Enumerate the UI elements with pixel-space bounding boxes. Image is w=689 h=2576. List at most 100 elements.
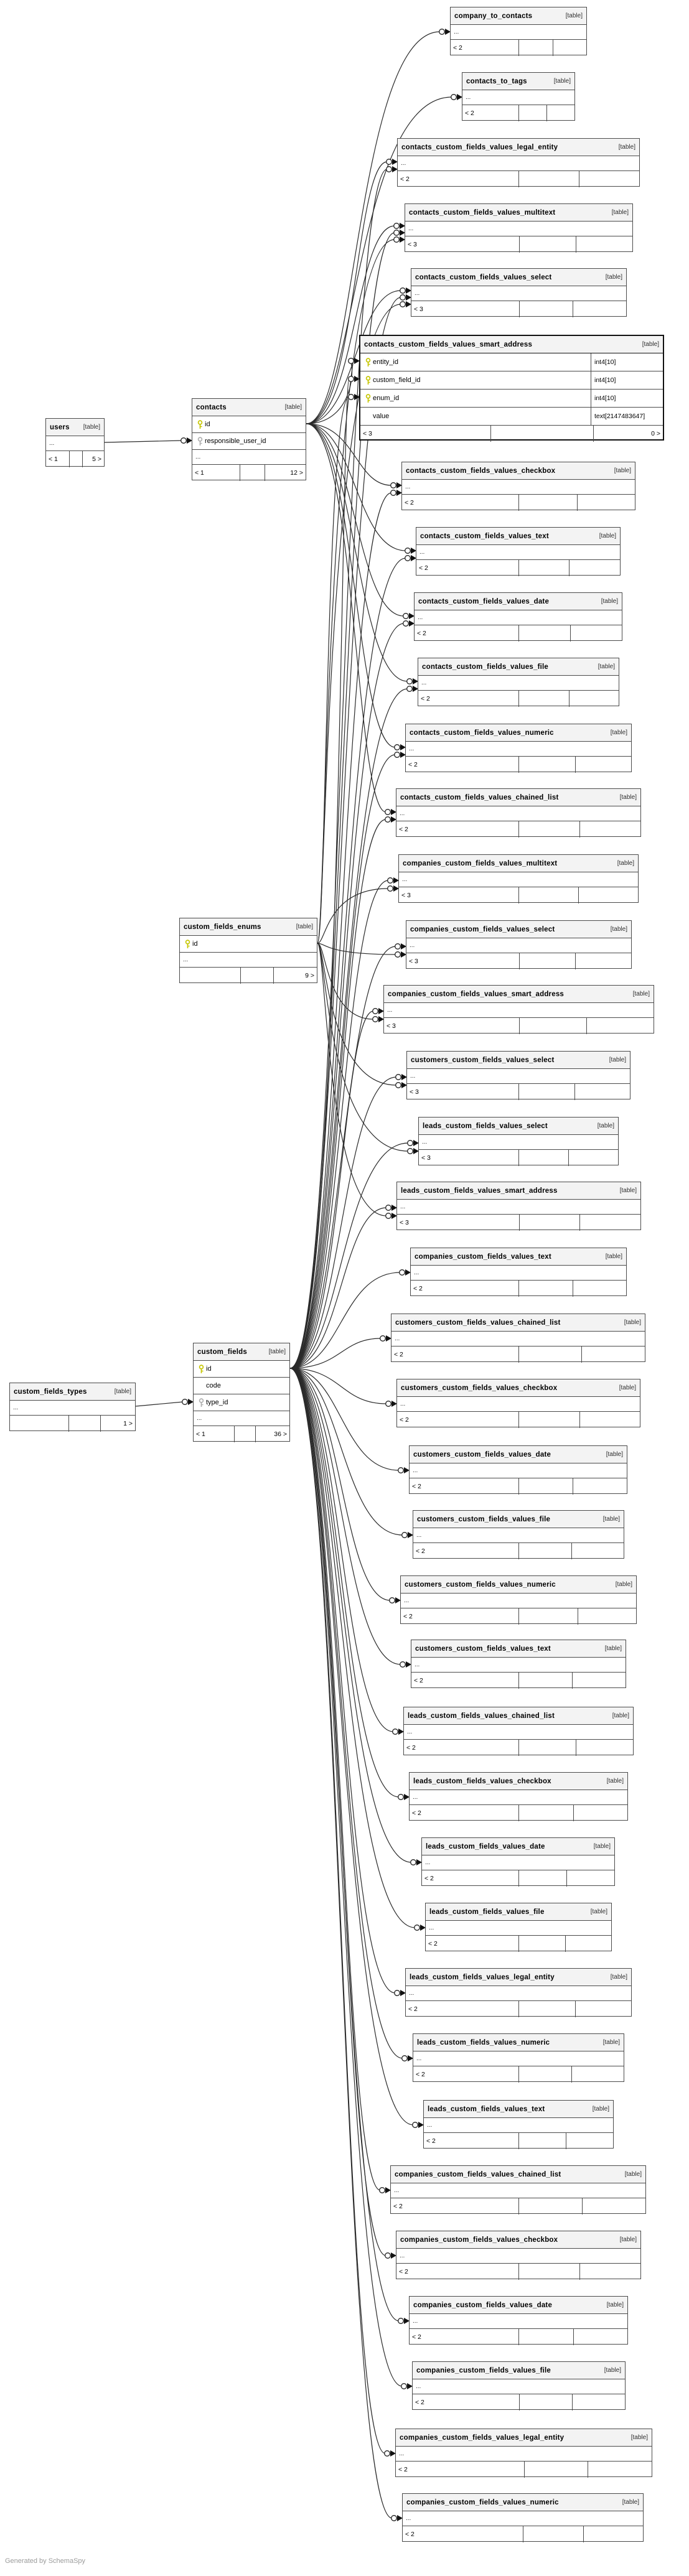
table-name[interactable]: custom_fields_types bbox=[14, 1388, 87, 1396]
table-name[interactable]: contacts_custom_fields_values_multitext bbox=[409, 208, 556, 217]
table-companies_custom_fields_values_chained_list[interactable]: companies_custom_fields_values_chained_l… bbox=[390, 2165, 646, 2214]
table-name[interactable]: users bbox=[50, 423, 70, 431]
table-name[interactable]: customers_custom_fields_values_select bbox=[411, 1056, 555, 1064]
footer-middle-cell bbox=[518, 1215, 580, 1231]
table-name[interactable]: contacts_custom_fields_values_legal_enti… bbox=[401, 143, 558, 151]
relationship-arrowhead-icon bbox=[187, 437, 192, 444]
relationship-arrowhead-icon bbox=[406, 1661, 411, 1668]
table-name[interactable]: companies_custom_fields_values_multitext bbox=[403, 859, 558, 867]
table-name[interactable]: leads_custom_fields_values_file bbox=[429, 1908, 545, 1916]
table-header: customers_custom_fields_values_text[tabl… bbox=[411, 1640, 626, 1658]
table-leads_custom_fields_values_smart_address[interactable]: leads_custom_fields_values_smart_address… bbox=[396, 1182, 641, 1231]
table-contacts_custom_fields_values_multitext[interactable]: contacts_custom_fields_values_multitext[… bbox=[405, 203, 633, 253]
table-name[interactable]: companies_custom_fields_values_date bbox=[413, 2301, 553, 2309]
table-name[interactable]: leads_custom_fields_values_select bbox=[423, 1122, 548, 1130]
table-name[interactable]: companies_custom_fields_values_legal_ent… bbox=[400, 2434, 565, 2442]
table-contacts_custom_fields_values_chained_list[interactable]: contacts_custom_fields_values_chained_li… bbox=[396, 788, 641, 838]
table-name[interactable]: contacts_custom_fields_values_smart_addr… bbox=[364, 340, 533, 348]
table-name[interactable]: company_to_contacts bbox=[454, 12, 533, 20]
table-leads_custom_fields_values_text[interactable]: leads_custom_fields_values_text[table]..… bbox=[423, 2100, 614, 2149]
table-leads_custom_fields_values_chained_list[interactable]: leads_custom_fields_values_chained_list[… bbox=[403, 1707, 634, 1756]
table-companies_custom_fields_values_multitext[interactable]: companies_custom_fields_values_multitext… bbox=[398, 854, 639, 903]
table-name[interactable]: contacts_custom_fields_values_numeric bbox=[410, 729, 554, 737]
table-companies_custom_fields_values_numeric[interactable]: companies_custom_fields_values_numeric[t… bbox=[402, 2493, 644, 2542]
table-name[interactable]: contacts_custom_fields_values_date bbox=[418, 597, 550, 605]
table-leads_custom_fields_values_checkbox[interactable]: leads_custom_fields_values_checkbox[tabl… bbox=[409, 1772, 628, 1821]
table-contacts_custom_fields_values_smart_address[interactable]: contacts_custom_fields_values_smart_addr… bbox=[359, 335, 664, 442]
table-name[interactable]: contacts_custom_fields_values_chained_li… bbox=[400, 793, 559, 801]
table-name[interactable]: contacts_custom_fields_values_text bbox=[420, 532, 549, 540]
table-name[interactable]: customers_custom_fields_values_file bbox=[417, 1515, 551, 1523]
table-companies_custom_fields_values_checkbox[interactable]: companies_custom_fields_values_checkbox[… bbox=[396, 2231, 641, 2280]
table-name[interactable]: custom_fields bbox=[197, 1348, 247, 1356]
table-name[interactable]: leads_custom_fields_values_legal_entity bbox=[410, 1973, 555, 1981]
table-customers_custom_fields_values_file[interactable]: customers_custom_fields_values_file[tabl… bbox=[413, 1510, 624, 1559]
table-name[interactable]: customers_custom_fields_values_text bbox=[415, 1645, 551, 1653]
table-name[interactable]: leads_custom_fields_values_chained_list bbox=[408, 1712, 555, 1720]
table-name[interactable]: contacts bbox=[196, 403, 227, 411]
table-companies_custom_fields_values_file[interactable]: companies_custom_fields_values_file[tabl… bbox=[412, 2361, 626, 2410]
more-columns-ellipsis: ... bbox=[401, 1594, 636, 1608]
table-name[interactable]: customers_custom_fields_values_chained_l… bbox=[395, 1318, 561, 1327]
zero-cardinality-circle-icon bbox=[406, 678, 413, 684]
table-name[interactable]: companies_custom_fields_values_smart_add… bbox=[388, 990, 565, 998]
table-contacts_custom_fields_values_text[interactable]: contacts_custom_fields_values_text[table… bbox=[416, 527, 621, 576]
table-customers_custom_fields_values_text[interactable]: customers_custom_fields_values_text[tabl… bbox=[411, 1640, 626, 1689]
table-contacts_to_tags[interactable]: contacts_to_tags[table]...< 2 bbox=[462, 72, 575, 121]
relationship-edge-custom_fields-to-customers_custom_fields_values_date bbox=[289, 1368, 400, 1471]
table-name[interactable]: companies_custom_fields_values_select bbox=[410, 925, 555, 933]
table-name[interactable]: companies_custom_fields_values_checkbox bbox=[400, 2236, 558, 2244]
table-name[interactable]: contacts_custom_fields_values_checkbox bbox=[406, 467, 556, 475]
table-name[interactable]: leads_custom_fields_values_smart_address bbox=[401, 1187, 558, 1195]
table-companies_custom_fields_values_legal_entity[interactable]: companies_custom_fields_values_legal_ent… bbox=[395, 2429, 652, 2478]
table-leads_custom_fields_values_date[interactable]: leads_custom_fields_values_date[table]..… bbox=[421, 1837, 615, 1887]
table-customers_custom_fields_values_date[interactable]: customers_custom_fields_values_date[tabl… bbox=[409, 1445, 627, 1495]
table-company_to_contacts[interactable]: company_to_contacts[table]...< 2 bbox=[450, 7, 587, 56]
footer-children-count bbox=[180, 968, 240, 984]
table-contacts_custom_fields_values_file[interactable]: contacts_custom_fields_values_file[table… bbox=[418, 658, 619, 707]
table-name[interactable]: customers_custom_fields_values_numeric bbox=[405, 1580, 556, 1589]
table-contacts[interactable]: contacts[table] id responsible_user_id..… bbox=[192, 398, 306, 481]
table-contacts_custom_fields_values_date[interactable]: contacts_custom_fields_values_date[table… bbox=[414, 592, 622, 642]
relationship-arrowhead-icon bbox=[413, 686, 418, 692]
table-name[interactable]: leads_custom_fields_values_checkbox bbox=[413, 1777, 551, 1785]
table-name[interactable]: companies_custom_fields_values_text bbox=[415, 1253, 551, 1261]
table-name[interactable]: companies_custom_fields_values_chained_l… bbox=[395, 2170, 561, 2178]
table-contacts_custom_fields_values_legal_entity[interactable]: contacts_custom_fields_values_legal_enti… bbox=[397, 138, 640, 187]
table-customers_custom_fields_values_numeric[interactable]: customers_custom_fields_values_numeric[t… bbox=[400, 1575, 637, 1625]
table-custom_fields_enums[interactable]: custom_fields_enums[table] id...9 > bbox=[179, 918, 317, 984]
table-companies_custom_fields_values_select[interactable]: companies_custom_fields_values_select[ta… bbox=[406, 920, 632, 969]
table-name[interactable]: leads_custom_fields_values_date bbox=[426, 1842, 545, 1850]
table-name[interactable]: custom_fields_enums bbox=[184, 923, 261, 931]
table-name[interactable]: leads_custom_fields_values_numeric bbox=[417, 2038, 550, 2046]
table-name[interactable]: customers_custom_fields_values_checkbox bbox=[401, 1384, 558, 1392]
relationship-arrowhead-icon bbox=[407, 2383, 413, 2389]
table-name[interactable]: customers_custom_fields_values_date bbox=[413, 1450, 551, 1458]
table-name[interactable]: companies_custom_fields_values_numeric bbox=[406, 2498, 559, 2506]
table-footer: < 3 bbox=[399, 887, 638, 903]
table-name[interactable]: companies_custom_fields_values_file bbox=[416, 2366, 551, 2374]
table-leads_custom_fields_values_file[interactable]: leads_custom_fields_values_file[table]..… bbox=[425, 1903, 612, 1952]
table-companies_custom_fields_values_text[interactable]: companies_custom_fields_values_text[tabl… bbox=[410, 1248, 627, 1297]
table-customers_custom_fields_values_checkbox[interactable]: customers_custom_fields_values_checkbox[… bbox=[396, 1379, 640, 1428]
table-name[interactable]: contacts_to_tags bbox=[466, 77, 527, 85]
table-name[interactable]: contacts_custom_fields_values_file bbox=[422, 663, 549, 671]
table-leads_custom_fields_values_legal_entity[interactable]: leads_custom_fields_values_legal_entity[… bbox=[405, 1968, 632, 2017]
column-name: custom_field_id bbox=[373, 376, 421, 384]
table-companies_custom_fields_values_smart_address[interactable]: companies_custom_fields_values_smart_add… bbox=[383, 985, 654, 1034]
footer-middle-cell bbox=[518, 1412, 579, 1428]
table-name[interactable]: leads_custom_fields_values_text bbox=[428, 2105, 545, 2113]
table-leads_custom_fields_values_select[interactable]: leads_custom_fields_values_select[table]… bbox=[418, 1117, 619, 1166]
table-leads_custom_fields_values_numeric[interactable]: leads_custom_fields_values_numeric[table… bbox=[413, 2033, 624, 2083]
table-customers_custom_fields_values_select[interactable]: customers_custom_fields_values_select[ta… bbox=[406, 1051, 630, 1100]
table-customers_custom_fields_values_chained_list[interactable]: customers_custom_fields_values_chained_l… bbox=[391, 1314, 645, 1363]
table-contacts_custom_fields_values_select[interactable]: contacts_custom_fields_values_select[tab… bbox=[411, 268, 627, 317]
table-contacts_custom_fields_values_checkbox[interactable]: contacts_custom_fields_values_checkbox[t… bbox=[401, 462, 635, 511]
table-companies_custom_fields_values_date[interactable]: companies_custom_fields_values_date[tabl… bbox=[409, 2296, 628, 2345]
table-name[interactable]: contacts_custom_fields_values_select bbox=[415, 273, 552, 281]
table-contacts_custom_fields_values_numeric[interactable]: contacts_custom_fields_values_numeric[ta… bbox=[405, 724, 632, 773]
table-custom_fields_types[interactable]: custom_fields_types[table]...1 > bbox=[9, 1383, 136, 1432]
